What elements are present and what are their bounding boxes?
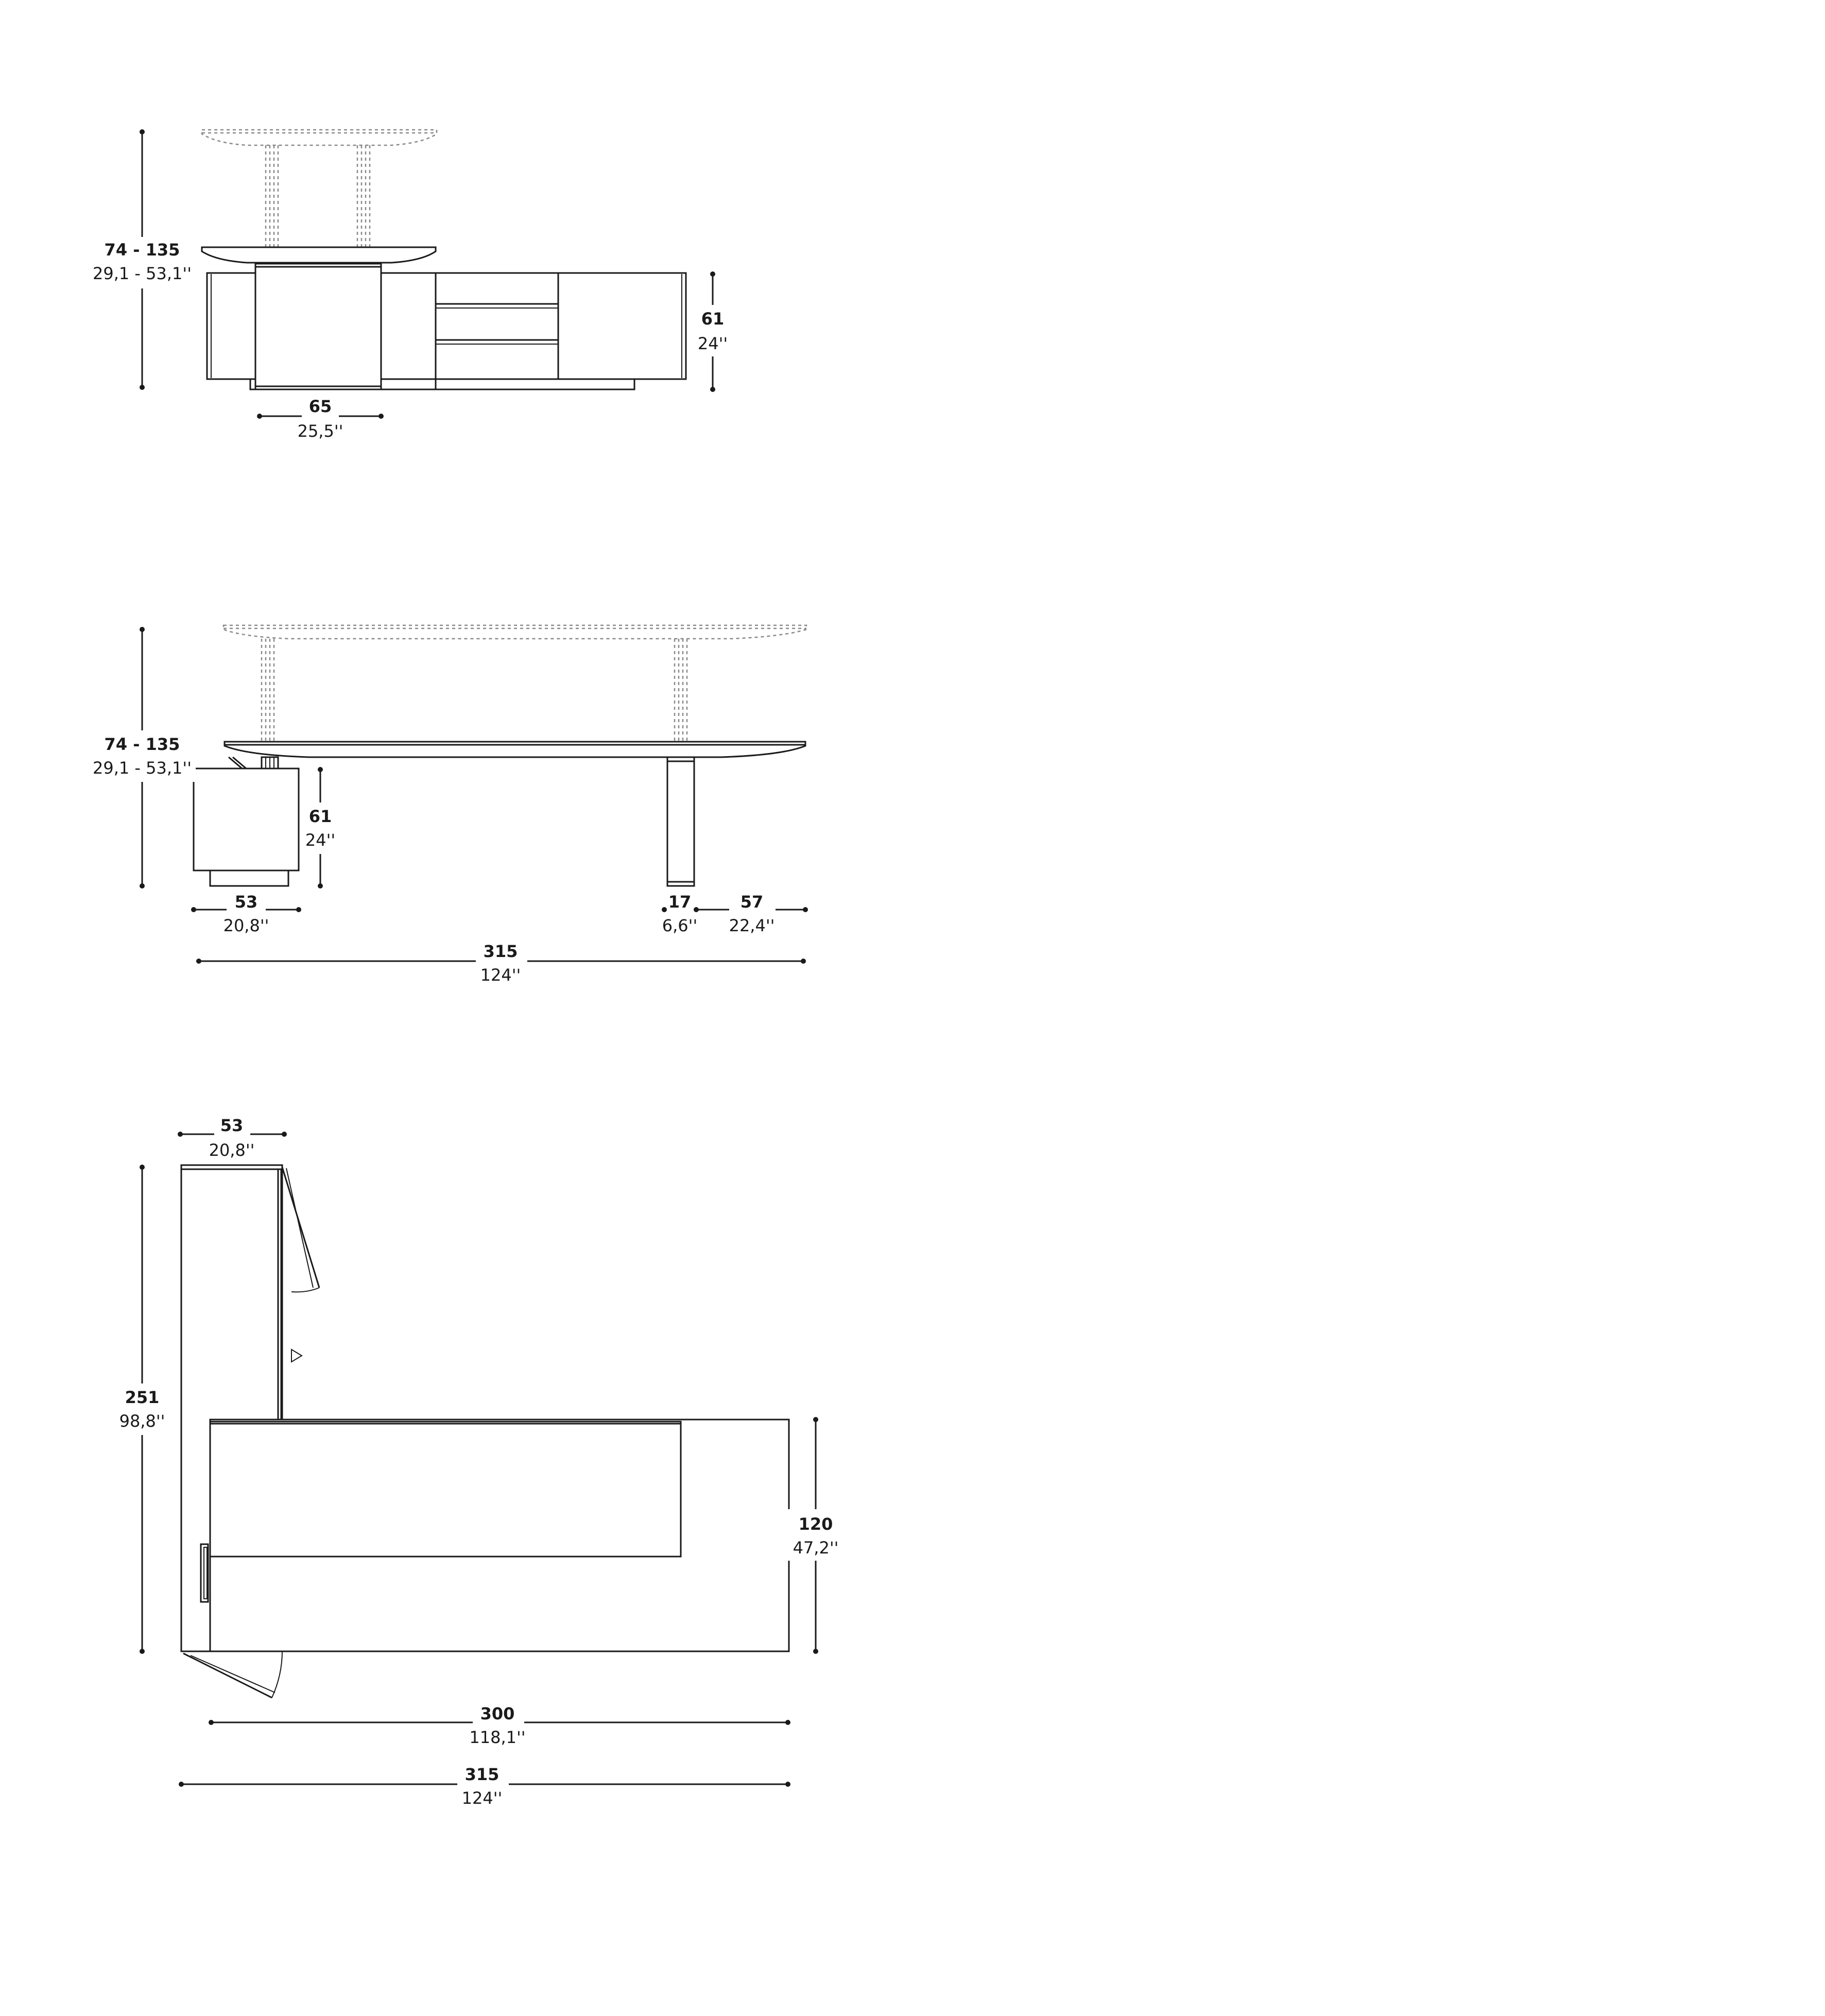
side-lift-mechanism xyxy=(228,756,279,770)
side-leg-width-cm: 17 xyxy=(668,892,692,912)
plan-total-depth-dimension xyxy=(111,1165,173,1654)
plan-triangle-marker xyxy=(291,1348,303,1363)
side-cabinet-depth-cm: 53 xyxy=(235,892,258,912)
side-height-cm: 74 - 135 xyxy=(105,734,180,754)
side-cabinet-depth-in: 20,8'' xyxy=(223,916,269,935)
front-view: 74 - 135 29,1 - 53,1'' 61 24'' 65 25,5'' xyxy=(93,129,733,441)
plan-total-depth-in: 98,8'' xyxy=(119,1411,165,1431)
plan-cabinet-depth-cm: 53 xyxy=(220,1116,244,1135)
front-drawers xyxy=(435,273,559,389)
plan-desk-depth-in: 47,2'' xyxy=(793,1538,839,1558)
plan-cabinet-handle xyxy=(200,1543,209,1603)
front-raised-top-outline xyxy=(201,129,438,247)
side-leg-offset-cm: 57 xyxy=(741,892,764,912)
front-height-cm: 74 - 135 xyxy=(105,240,180,260)
front-height-dimension xyxy=(93,129,196,390)
front-column-width-in: 25,5'' xyxy=(298,421,343,441)
side-total-length-cm: 315 xyxy=(484,942,518,961)
front-cabinet-height-dimension xyxy=(692,271,733,392)
plan-total-length-cm: 315 xyxy=(465,1765,500,1784)
front-column-width-cm: 65 xyxy=(309,397,332,416)
front-column xyxy=(254,263,382,390)
side-leg-width-dimension xyxy=(662,907,699,912)
front-column-width-dimension xyxy=(257,404,384,426)
side-cabinet xyxy=(193,767,300,872)
plan-desk-depth-dimension xyxy=(788,1417,843,1654)
plan-total-length-in: 124'' xyxy=(462,1788,503,1808)
side-leg-width-in: 6,6'' xyxy=(662,916,697,935)
plan-cabinet-depth-dimension xyxy=(178,1122,287,1144)
plan-desk-length-dimension xyxy=(209,1710,790,1733)
side-leg-offset-in: 22,4'' xyxy=(729,916,775,935)
side-leg xyxy=(666,756,695,887)
side-total-length-dimension xyxy=(196,949,806,971)
front-height-in: 29,1 - 53,1'' xyxy=(93,264,192,283)
side-cabinet-depth-dimension xyxy=(191,898,301,921)
plan-desk-depth-cm: 120 xyxy=(799,1514,833,1534)
side-view: 74 - 135 29,1 - 53,1'' 61 24'' 53 20,8''… xyxy=(93,624,808,985)
plan-view: 53 20,8'' 251 98,8'' 120 47,2'' 300 118, xyxy=(111,1116,843,1808)
plan-door-swing-top xyxy=(281,1167,320,1293)
side-height-dimension xyxy=(93,627,196,889)
side-cabinet-height-dimension xyxy=(303,767,338,889)
side-cabinet-height-cm: 61 xyxy=(309,807,332,826)
front-cabinet-plinth xyxy=(249,378,635,390)
side-cabinet-plinth xyxy=(209,869,289,887)
side-total-length-in: 124'' xyxy=(480,965,521,985)
plan-total-length-dimension xyxy=(179,1772,790,1795)
side-cabinet-height-in: 24'' xyxy=(305,830,335,850)
side-height-in: 29,1 - 53,1'' xyxy=(93,758,192,778)
front-cabinet-height-cm: 61 xyxy=(701,309,725,329)
plan-desk-top xyxy=(209,1419,790,1652)
plan-desk-length-cm: 300 xyxy=(480,1704,515,1723)
plan-door-swing-bottom xyxy=(181,1650,283,1699)
front-desktop-lowered xyxy=(201,246,437,264)
plan-cabinet-depth-in: 20,8'' xyxy=(209,1140,255,1160)
plan-desk-length-in: 118,1'' xyxy=(469,1728,525,1747)
side-leg-offset-dimension xyxy=(696,898,808,921)
front-cabinet-height-in: 24'' xyxy=(698,334,728,353)
plan-total-depth-cm: 251 xyxy=(125,1388,160,1407)
side-raised-top-outline xyxy=(222,624,807,742)
